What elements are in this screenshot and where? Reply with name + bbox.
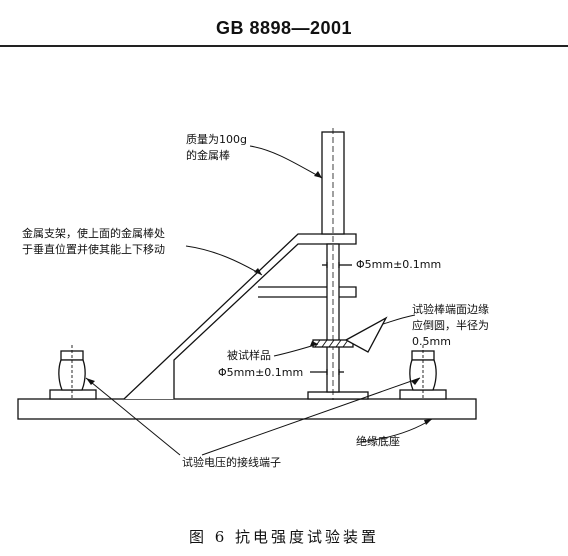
- rod-end-edge-line3: 0.5mm: [412, 335, 451, 348]
- insulating-base-label: 绝缘底座: [356, 435, 400, 448]
- rod-end-edge-label: 试验棒端面边缘 应倒圆，半径为 0.5mm: [412, 302, 489, 350]
- metal-bracket-label: 金属支架，使上面的金属棒处 于垂直位置并使其能上下移动: [22, 226, 165, 258]
- metal-bracket-label-line1: 金属支架，使上面的金属棒处: [22, 227, 165, 240]
- header-rule: [0, 45, 568, 47]
- left-terminal-pad: [49, 389, 97, 400]
- rod-base-pad: [307, 391, 369, 400]
- left-voltage-terminal: [58, 345, 86, 400]
- rod-diameter-top-label: Φ5mm±0.1mm: [356, 258, 442, 271]
- rod-end-edge-line2: 应倒圆，半径为: [412, 319, 489, 332]
- metal-rod-label-line2: 的金属棒: [186, 149, 230, 162]
- test-sample-label: 被试样品: [227, 349, 271, 362]
- insulating-base: [17, 398, 477, 420]
- voltage-terminals-label: 试验电压的接线端子: [182, 456, 281, 469]
- figure-caption: 图 6 抗电强度试验装置: [188, 528, 380, 546]
- rod-end-edge-line1: 试验棒端面边缘: [412, 303, 489, 316]
- standard-header: GB 8898—2001: [215, 18, 353, 38]
- metal-rod-label: 质量为100g 的金属棒: [186, 132, 247, 164]
- rod-diameter-bottom-label: Φ5mm±0.1mm: [218, 366, 304, 379]
- metal-bracket-label-line2: 于垂直位置并使其能上下移动: [22, 243, 165, 256]
- metal-rod-label-line1: 质量为100g: [186, 133, 247, 146]
